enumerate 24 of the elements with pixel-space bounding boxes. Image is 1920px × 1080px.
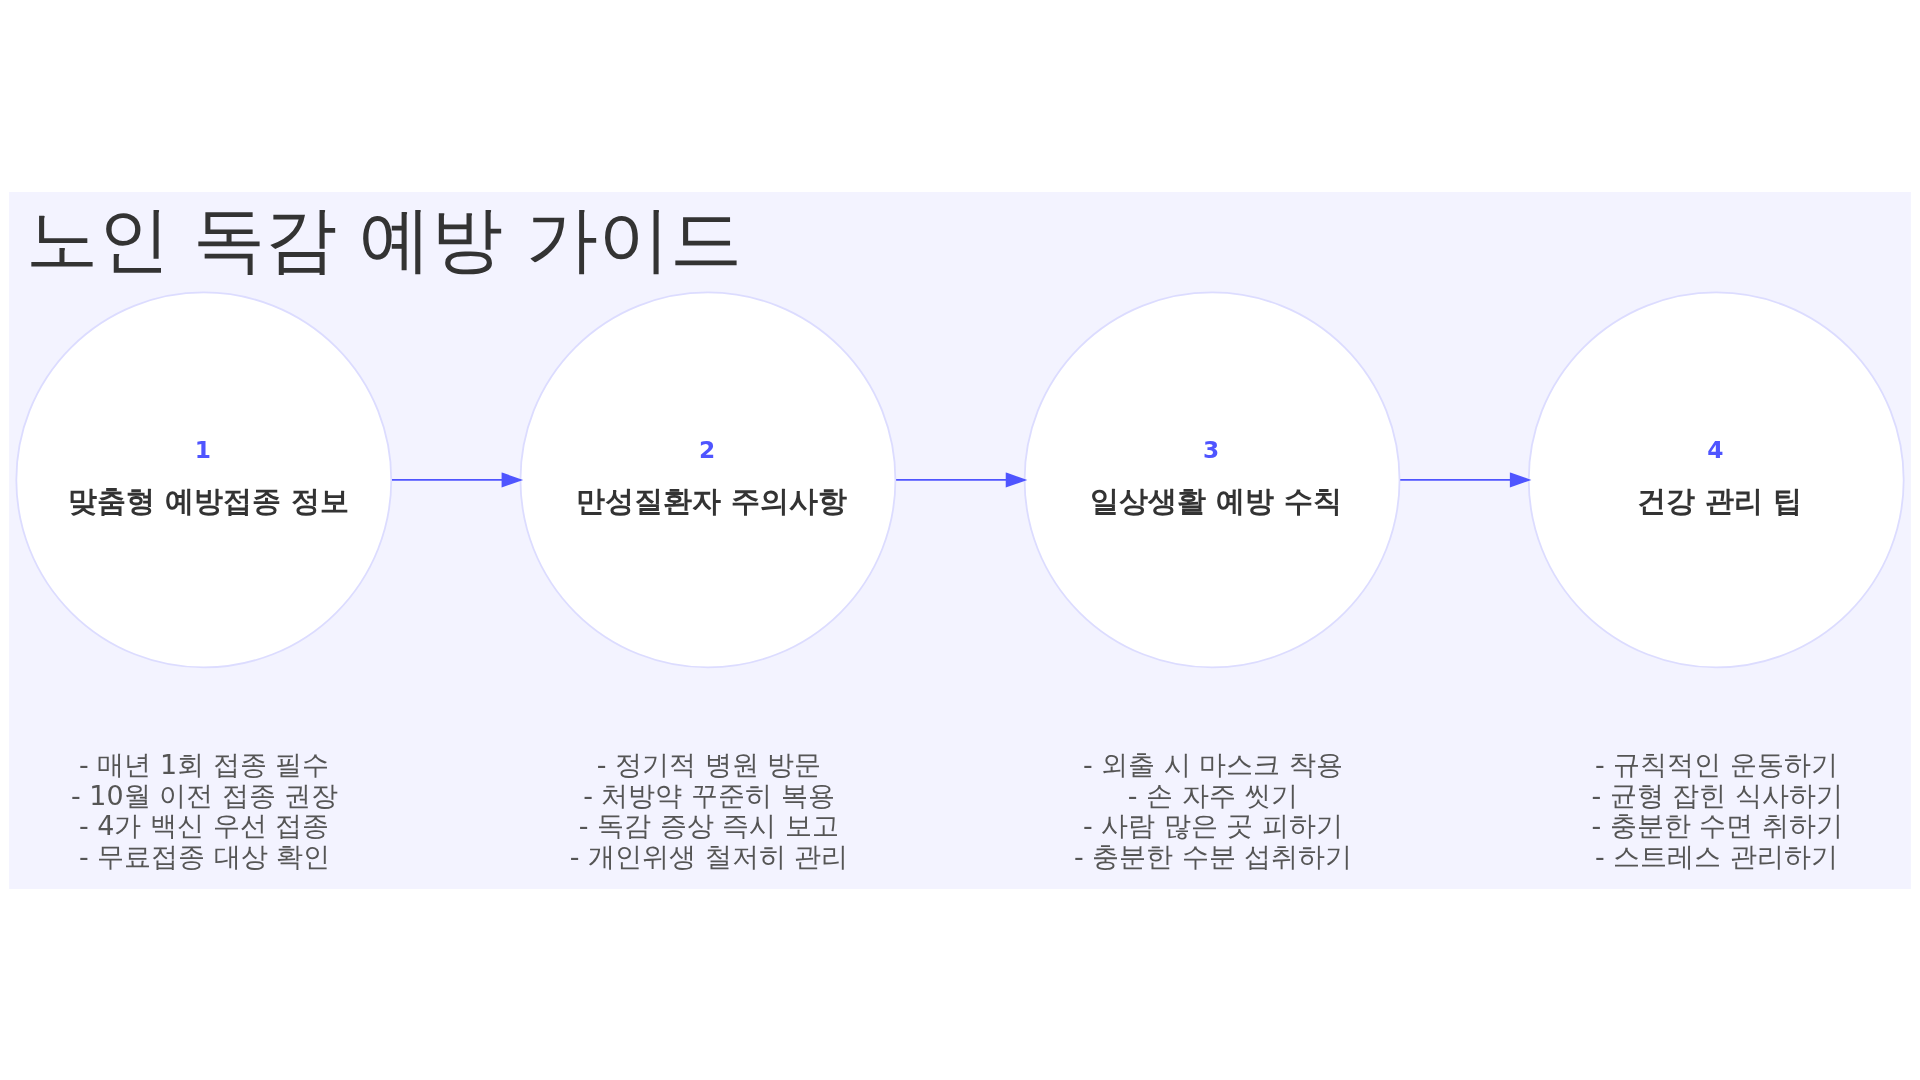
node-label: - 충분한 수면 취하기 xyxy=(1591,809,1843,841)
node-label: - 무료접종 대상 확인 xyxy=(79,840,331,872)
node-label: - 손 자주 씻기 xyxy=(1127,779,1299,811)
node-label: - 개인위생 철저히 관리 xyxy=(569,840,849,872)
node-label: - 사람 많은 곳 피하기 xyxy=(1082,809,1343,841)
arrow xyxy=(895,471,1028,487)
node-label: - 외출 시 마스크 착용 xyxy=(1082,748,1343,780)
node-label: - 스트레스 관리하기 xyxy=(1595,840,1838,872)
node-label: - 충분한 수분 섭취하기 xyxy=(1073,840,1353,872)
node-label: - 정기적 병원 방문 xyxy=(596,748,822,780)
node-circle: 3 일상생활 예방 수칙 xyxy=(1023,291,1401,668)
node-label: - 처방약 꾸준히 복용 xyxy=(583,779,835,811)
node-label: - 균형 잡힌 식사하기 xyxy=(1591,779,1843,811)
node-circle: 2 만성질환자 주의사항 xyxy=(519,291,897,668)
node-circle: 1 맞춤형 예방접종 정보 xyxy=(15,291,393,668)
node-label: - 4가 백신 우선 접종 xyxy=(79,809,330,841)
node-label: - 10월 이전 접종 권장 xyxy=(71,779,339,811)
node-label: - 규칙적인 운동하기 xyxy=(1595,748,1838,780)
arrow xyxy=(391,471,524,487)
node-label: - 독감 증상 즉시 보고 xyxy=(578,809,839,841)
node-label: - 매년 1회 접종 필수 xyxy=(79,748,330,780)
node-circle: 4 건강 관리 팁 xyxy=(1527,291,1905,668)
diagram-title: 노인 독감 예방 가이드 xyxy=(25,196,743,281)
arrow xyxy=(1399,471,1532,487)
